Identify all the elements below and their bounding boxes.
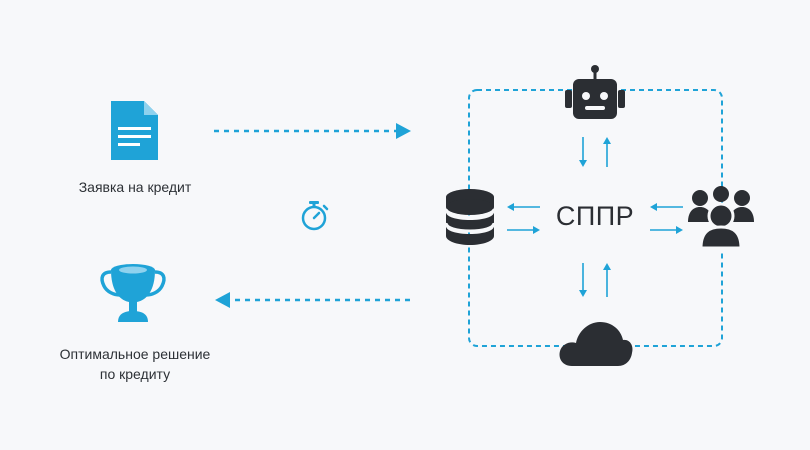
- database-icon: [444, 189, 496, 245]
- optimal-decision-label-line2: по кредиту: [99, 366, 171, 382]
- optimal-decision-label: Оптимальное решение по кредиту: [20, 344, 250, 384]
- people-sppr-arrows: [650, 203, 683, 234]
- people-group-icon: [688, 186, 754, 250]
- document-icon: [111, 101, 158, 160]
- request-arrow: [214, 123, 411, 139]
- sppr-title: СППР: [555, 201, 635, 231]
- decision-arrow: [215, 292, 410, 308]
- credit-request-label: Заявка на кредит: [78, 179, 192, 195]
- robot-sppr-arrows: [579, 137, 611, 167]
- robot-icon: [565, 65, 625, 119]
- cloud-sppr-arrows: [579, 263, 611, 297]
- database-sppr-arrows: [507, 203, 540, 234]
- trophy-icon: [100, 264, 166, 322]
- stopwatch-icon: [301, 201, 329, 231]
- optimal-decision-label-line1: Оптимальное решение: [59, 346, 211, 362]
- cloud-icon: [559, 322, 633, 366]
